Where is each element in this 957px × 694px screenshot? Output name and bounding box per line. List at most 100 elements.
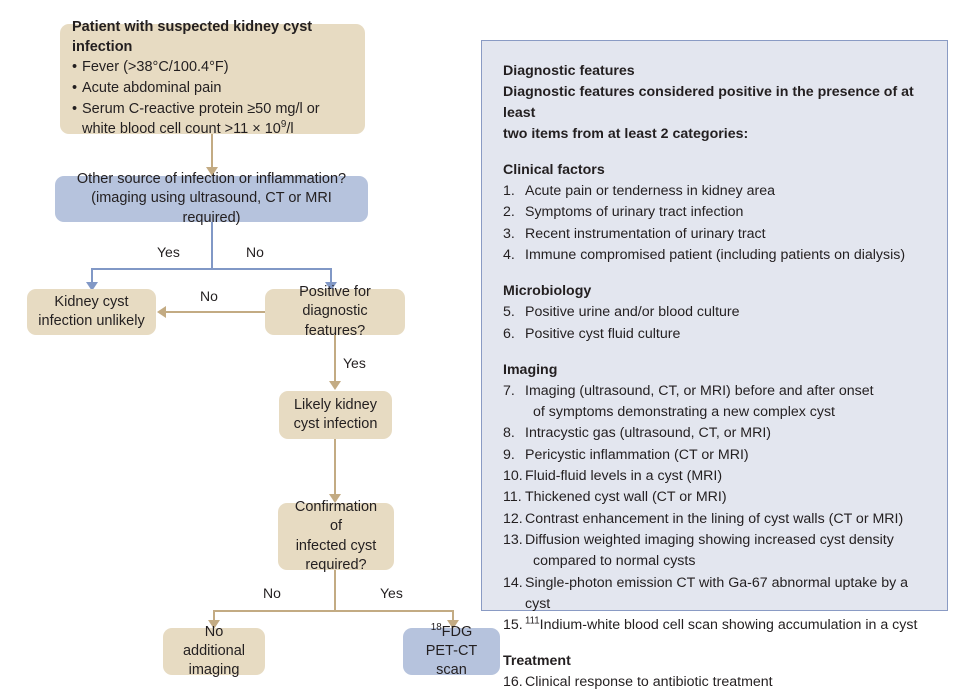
- bullet-crp: Serum C-reactive protein ≥50 mg/l or: [72, 99, 320, 120]
- panel-list-item-text: Recent instrumentation of urinary tract: [525, 225, 766, 242]
- arrow-positive-to-unlikely: [157, 306, 166, 318]
- edge-likely-to-confirmation: [334, 439, 336, 496]
- panel-list-item-number: 6.: [503, 325, 515, 342]
- panel-list-item-text: Fluid-fluid levels in a cyst (MRI): [525, 468, 723, 485]
- petct-line1: 18FDG: [431, 623, 473, 642]
- panel-list-item-text: Positive urine and/or blood culture: [525, 304, 740, 321]
- panel-category-heading: Treatment: [503, 653, 571, 670]
- panel-list-item-number: 4.: [503, 246, 515, 263]
- panel-list-item-text: Diffusion weighted imaging showing incre…: [525, 531, 894, 548]
- edge-no-imaging-drop: [213, 610, 215, 623]
- panel-list-item: 9.Pericystic inflammation (CT or MRI): [503, 445, 929, 466]
- panel-list-item-text: Symptoms of urinary tract infection: [525, 204, 744, 221]
- panel-list-item-number: 15.: [503, 617, 523, 634]
- panel-list-item: 12.Contrast enhancement in the lining of…: [503, 509, 929, 530]
- node-positive-for-diagnostic-features: Positive for diagnostic features?: [265, 284, 405, 339]
- panel-list-item: 13.Diffusion weighted imaging showing in…: [503, 530, 929, 573]
- edge-other-source-stem: [211, 222, 213, 269]
- panel-list-item: 3.Recent instrumentation of urinary trac…: [503, 224, 929, 245]
- panel-list-item-text: Immune compromised patient (including pa…: [525, 246, 906, 263]
- panel-list-item: 4. Immune compromised patient (including …: [503, 245, 929, 266]
- panel-list-item-number: 2.: [503, 204, 515, 221]
- likely-line1: Likely kidney: [293, 396, 377, 413]
- label-no-to-no-imaging: No: [263, 585, 281, 601]
- panel-list-item-text: Intracystic gas (ultrasound, CT, or MRI): [525, 425, 771, 442]
- panel-list-item-text: Positive cyst fluid culture: [525, 325, 681, 342]
- arrow-start-to-other-source: [206, 167, 218, 176]
- arrow-to-petct-scan: [447, 620, 459, 629]
- arrow-positive-to-likely: [329, 381, 341, 390]
- panel-category-list: 7. Imaging (ultrasound, CT, or MRI) befor…: [503, 381, 929, 637]
- edge-confirmation-stem: [334, 570, 336, 612]
- panel-list-item-text: Pericystic inflammation (CT or MRI): [525, 446, 749, 463]
- label-no-to-unlikely: No: [200, 288, 218, 304]
- petct-superscript: 18: [430, 621, 442, 633]
- panel-list-item-text: Clinical response to antibiotic treatmen…: [525, 674, 773, 691]
- label-no-branch-1: No: [246, 244, 264, 260]
- panel-intro-line2: two items from at least 2 categories:: [503, 126, 749, 143]
- diagnostic-features-panel: Diagnostic features Diagnostic features …: [481, 40, 948, 690]
- unlikely-line2: infection unlikely: [38, 313, 145, 329]
- panel-list-item-text: Acute pain or tenderness in kidney area: [525, 183, 776, 200]
- panel-list-item: 2. Symptoms of urinary tract infection: [503, 202, 929, 223]
- no-imaging-line2: imaging: [188, 662, 240, 679]
- panel-list-item-superscript: 111: [525, 615, 540, 627]
- node-start-bullets: Fever (>38°C/100.4°F) Acute abdominal pa…: [72, 57, 320, 139]
- panel-intro-line1: Diagnostic features considered positive …: [503, 84, 914, 122]
- petct-line1-text: FDG: [441, 623, 473, 640]
- panel-list-item-number: 1.: [503, 183, 515, 200]
- panel-category-heading: Microbiology: [503, 283, 592, 300]
- panel-list-item-text: Thickened cyst wall (CT or MRI): [525, 489, 727, 506]
- bullet-abdominal-pain: Acute abdominal pain: [72, 78, 320, 99]
- arrow-no-to-positive: [325, 282, 337, 291]
- arrow-likely-to-confirmation: [329, 494, 341, 503]
- node-patient-suspected-infection: Patient with suspected kidney cyst infec…: [60, 19, 365, 137]
- panel-heading: Diagnostic features: [503, 63, 635, 79]
- panel-list-item-number: 11.: [503, 489, 522, 506]
- edge-positive-to-unlikely: [165, 311, 265, 313]
- panel-list-item-text: Imaging (ultrasound, CT, or MRI) before …: [525, 382, 874, 399]
- edge-positive-to-likely: [334, 335, 336, 383]
- node-start-title: Patient with suspected kidney cyst infec…: [72, 19, 313, 55]
- panel-list-item-number: 8.: [503, 425, 515, 442]
- confirmation-line1: Confirmation of: [294, 499, 378, 535]
- panel-list-item-text: Single-photon emission CT with Ga-67 abn…: [525, 574, 909, 612]
- edge-confirmation-split: [213, 610, 454, 612]
- panel-list-item-continuation: compared to normal cysts: [533, 553, 696, 570]
- panel-list-item: 7. Imaging (ultrasound, CT, or MRI) befor…: [503, 381, 929, 424]
- panel-category-list: 5.Positive urine and/or blood culture 6. P…: [503, 302, 929, 345]
- label-yes-to-petct: Yes: [380, 585, 403, 601]
- positive-line1: Positive for: [299, 284, 371, 301]
- edge-no-drop: [330, 268, 332, 285]
- panel-list-item: 14.Single-photon emission CT with Ga-67 …: [503, 573, 929, 616]
- panel-category-heading: Imaging: [503, 361, 558, 378]
- panel-list-item-number: 7.: [503, 382, 515, 399]
- panel-list-item: 16.Clinical response to antibiotic treat…: [503, 672, 929, 693]
- panel-list-item-number: 16.: [503, 674, 523, 691]
- panel-list-item: 1. Acute pain or tenderness in kidney are…: [503, 181, 929, 202]
- panel-list-item-text: Contrast enhancement in the lining of cy…: [525, 510, 904, 527]
- panel-list-item-number: 10.: [503, 468, 523, 485]
- panel-list-item: 15.111Indium-white blood cell scan showi…: [503, 615, 929, 636]
- edge-start-to-other-source: [211, 134, 213, 169]
- panel-list-item: 5.Positive urine and/or blood culture: [503, 302, 929, 323]
- panel-list-item-text: Indium-white blood cell scan showing acc…: [539, 617, 918, 634]
- label-yes-to-likely: Yes: [343, 355, 366, 371]
- bullet-fever: Fever (>38°C/100.4°F): [72, 57, 320, 78]
- likely-line2: cyst infection: [293, 416, 378, 432]
- other-source-line1: Other source of infection or inflammatio…: [76, 171, 347, 188]
- panel-list-item: 11.Thickened cyst wall (CT or MRI): [503, 487, 929, 508]
- petct-line2: PET-CT scan: [425, 642, 478, 679]
- panel-list-item-number: 12.: [503, 510, 523, 527]
- panel-list-item-number: 13.: [503, 531, 523, 548]
- label-yes-branch-1: Yes: [157, 244, 180, 260]
- unlikely-line1: Kidney cyst: [54, 293, 129, 310]
- panel-category-list: 16.Clinical response to antibiotic treat…: [503, 672, 929, 693]
- node-fdg-pet-ct-scan: 18FDG PET-CT scan: [403, 623, 500, 678]
- confirmation-line3: required?: [305, 556, 367, 573]
- confirmation-line2: infected cyst: [295, 537, 377, 554]
- panel-list-item: 8. Intracystic gas (ultrasound, CT, or MR…: [503, 423, 929, 444]
- arrow-yes-to-unlikely: [86, 282, 98, 291]
- panel-list-item: 10.Fluid-fluid levels in a cyst (MRI): [503, 466, 929, 487]
